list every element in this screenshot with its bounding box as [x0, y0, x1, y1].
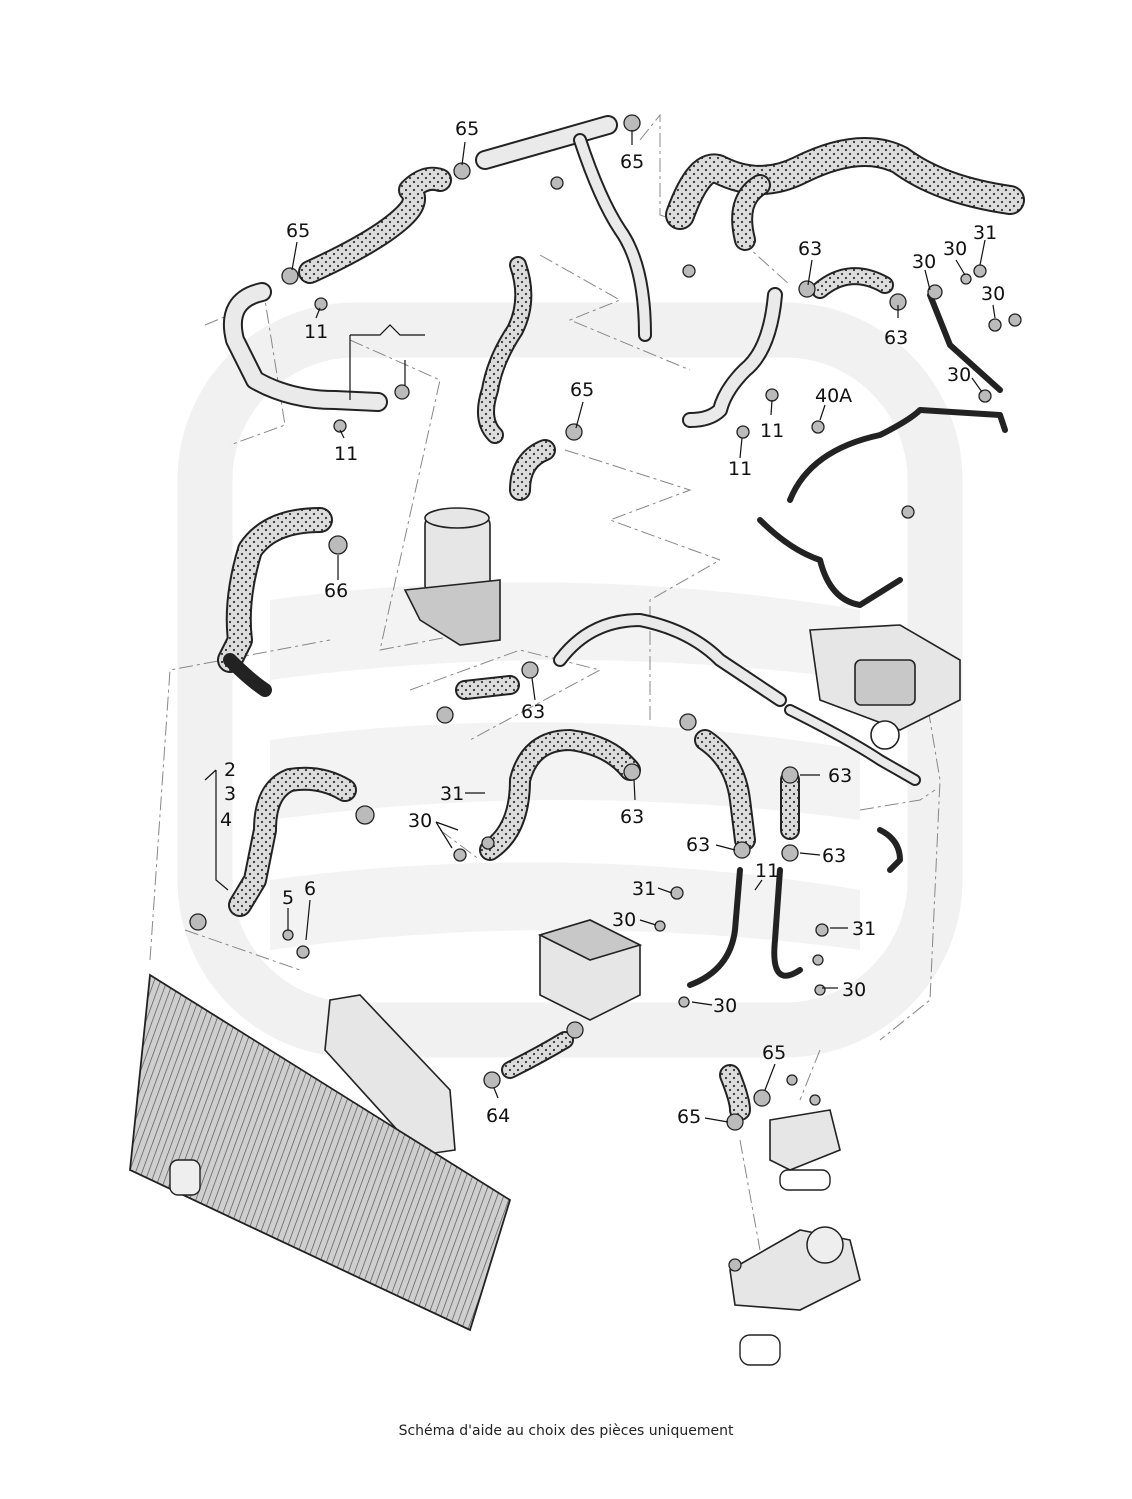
radiator-side-housing — [324, 994, 456, 1156]
callout-63: 63 — [828, 765, 852, 787]
callout-6: 6 — [304, 878, 316, 900]
callout-31: 31 — [973, 222, 997, 244]
callout-11: 11 — [304, 321, 328, 343]
callout-63: 63 — [620, 806, 644, 828]
callout-30: 30 — [713, 995, 737, 1017]
callout-4: 4 — [220, 809, 232, 831]
callout-31: 31 — [440, 783, 464, 805]
egr-cooler — [809, 624, 961, 750]
hose-left-2-3-4 — [228, 766, 357, 917]
footer-disclaimer: Schéma d'aide au choix des pièces unique… — [398, 1423, 734, 1439]
callout-30: 30 — [612, 909, 636, 931]
water-pump — [729, 1226, 861, 1366]
center-vertical-hose — [477, 256, 533, 444]
riser-pipe-right — [682, 287, 783, 428]
callout-64: 64 — [486, 1105, 510, 1127]
metal-lines-lower-right — [687, 827, 903, 988]
callout-3: 3 — [224, 783, 236, 805]
callout-11: 11 — [760, 420, 784, 442]
callout-63: 63 — [521, 701, 545, 723]
hose-64 — [501, 1031, 574, 1079]
coolant-pipe-left — [222, 282, 388, 412]
callout-65: 65 — [570, 379, 594, 401]
hose-upper-middle-65 — [509, 439, 556, 501]
oil-filter-housing — [403, 507, 501, 646]
upper-right-hose-assembly — [665, 137, 1025, 251]
callout-63: 63 — [798, 238, 822, 260]
callout-65: 65 — [677, 1106, 701, 1128]
callout-11: 11 — [334, 443, 358, 465]
callout-30: 30 — [408, 810, 432, 832]
callout-30: 30 — [981, 283, 1005, 305]
hose-left-66 — [217, 507, 333, 697]
callout-66: 66 — [324, 580, 348, 602]
callout-11: 11 — [728, 458, 752, 480]
t-pipe-top — [475, 115, 652, 342]
callout-65: 65 — [286, 220, 310, 242]
callout-31: 31 — [632, 878, 656, 900]
callout-65: 65 — [620, 151, 644, 173]
callouts: 65 65 65 65 65 65 11 11 11 11 11 11 63 6… — [220, 118, 1005, 1128]
callout-30: 30 — [943, 238, 967, 260]
callout-65: 65 — [455, 118, 479, 140]
callouts-extra: 30 — [842, 979, 866, 1001]
short-hose-63-top — [811, 267, 894, 299]
long-pipe-diagonal — [553, 613, 921, 786]
callout-65: 65 — [762, 1042, 786, 1064]
callout-31: 31 — [852, 918, 876, 940]
callout-30: 30 — [947, 364, 971, 386]
leader-lines — [204, 130, 996, 1123]
hose-right-vertical — [694, 729, 800, 851]
thermostat-housing — [719, 1064, 841, 1191]
oil-cooler — [537, 919, 643, 1021]
short-hose-63-middle — [455, 675, 520, 700]
callout-63: 63 — [884, 327, 908, 349]
callout-30: 30 — [842, 979, 866, 1001]
callout-2: 2 — [224, 759, 236, 781]
callout-63: 63 — [822, 845, 846, 867]
upper-hose-left — [298, 166, 452, 284]
callout-40a: 40A — [815, 385, 852, 407]
radiator — [129, 973, 512, 1332]
callout-30: 30 — [912, 251, 936, 273]
hose-center-s — [479, 729, 641, 861]
callout-11: 11 — [755, 860, 779, 882]
callout-5: 5 — [282, 887, 294, 909]
metal-line-top-right — [757, 292, 1008, 608]
callout-63: 63 — [686, 834, 710, 856]
